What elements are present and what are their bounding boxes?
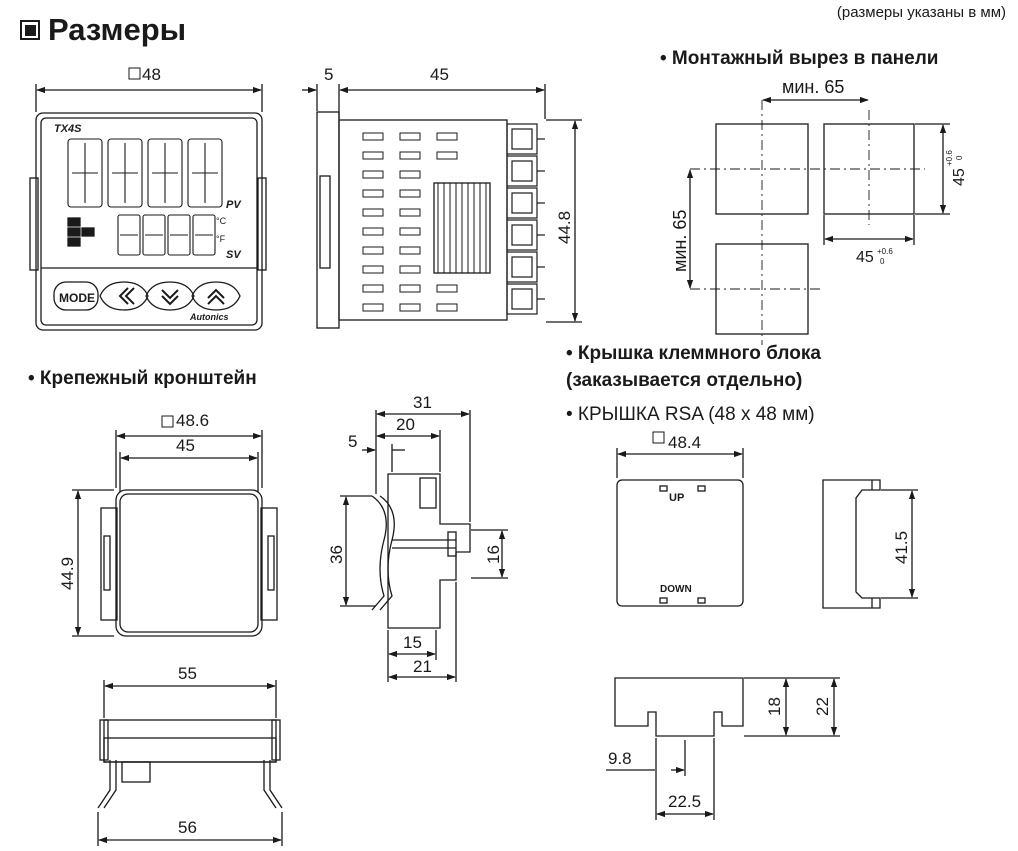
dim-bracket-side-overall: 31 [413, 393, 432, 412]
dim-bracket-bottom-width: 56 [178, 818, 197, 837]
dim-bracket-inner-width: 45 [176, 436, 195, 455]
rsa-cover-bottom [606, 677, 840, 820]
dim-cutout-hole-h-tol-upper: +0.6 [877, 247, 893, 256]
status-al1: AL1 [69, 231, 78, 237]
bracket-top [97, 680, 283, 846]
dim-bracket-outer-width: 48.6 [176, 411, 209, 430]
dim-side-front-label: 5 [324, 65, 333, 84]
page-title: Размеры [48, 12, 187, 47]
side-view [316, 111, 545, 329]
mode-button-label: MODE [59, 291, 95, 305]
dim-bracket-side-20: 20 [396, 415, 415, 434]
chevron-down-icon [161, 289, 179, 306]
dim-cutout-pitch-v: мин. 65 [670, 210, 690, 272]
dim-bracket-top-width: 55 [178, 664, 197, 683]
mode-chevron-left-icon [118, 287, 135, 305]
status-out: OUT [69, 221, 80, 227]
dim-bracket-side-16: 16 [484, 545, 503, 564]
dim-cutout-hole-v-tol-upper: +0.6 [945, 150, 954, 166]
dim-cutout-hole-h: 45 [856, 249, 874, 266]
dim-bracket-side-21: 21 [413, 657, 432, 676]
device-model: TX4S [54, 123, 82, 135]
front-view [29, 112, 267, 331]
units-note: (размеры указаны в мм) [836, 4, 1006, 21]
pv-indicator: PV [226, 199, 242, 211]
unit-f-indicator: °F [216, 234, 226, 244]
dim-side-body-label: 45 [430, 65, 449, 84]
sv-indicator: SV [226, 249, 242, 261]
section-rsa-cover: • КРЫШКА RSA (48 x 48 мм) [566, 404, 815, 425]
status-al2: AL2 [69, 241, 78, 247]
cover-up-label: UP [669, 492, 684, 504]
dim-bracket-side-36: 36 [327, 545, 346, 564]
bracket-side [340, 410, 508, 682]
dim-cover-width: 48.4 [668, 433, 701, 452]
dim-bracket-side-5: 5 [348, 432, 357, 451]
brand-logo: Autonics [189, 312, 229, 322]
dim-bracket-height: 44.9 [58, 557, 77, 590]
dim-cutout-pitch-h: мин. 65 [782, 77, 844, 97]
chevron-up-icon [207, 288, 225, 305]
dim-cutout-hole-h-tol-lower: 0 [880, 257, 885, 266]
status-at: AT [84, 231, 90, 237]
dim-cutout-hole-v: 45 [951, 168, 968, 186]
square-bullet-icon [20, 20, 40, 40]
rsa-cover-front [616, 431, 744, 607]
rsa-cover-side [822, 479, 918, 609]
section-terminal-cover: • Крышка клеммного блока [566, 343, 821, 364]
dim-cutout-hole-v-tol-lower: 0 [955, 155, 964, 160]
dim-cover-depth-22: 22 [813, 697, 832, 716]
dim-cover-slot-offset: 9.8 [608, 749, 632, 768]
dim-front-width [35, 67, 263, 112]
cover-down-label: DOWN [660, 584, 692, 595]
dim-side [302, 84, 582, 323]
dim-side-height-label: 44.8 [555, 211, 574, 244]
dim-bracket-side-15: 15 [403, 633, 422, 652]
dim-cover-slot-pitch: 22.5 [668, 792, 701, 811]
bracket-front [72, 415, 278, 637]
dim-front-width-label: 48 [142, 65, 161, 84]
panel-cutout [686, 96, 950, 345]
section-terminal-cover-note: (заказывается отдельно) [566, 370, 803, 391]
dim-cover-depth-18: 18 [765, 697, 784, 716]
section-bracket: • Крепежный кронштейн [28, 368, 257, 389]
dim-cover-height: 41.5 [892, 531, 911, 564]
page-header: Размеры [20, 8, 186, 52]
section-panel-cutout: • Монтажный вырез в панели [660, 48, 939, 69]
unit-c-indicator: °C [216, 216, 227, 226]
